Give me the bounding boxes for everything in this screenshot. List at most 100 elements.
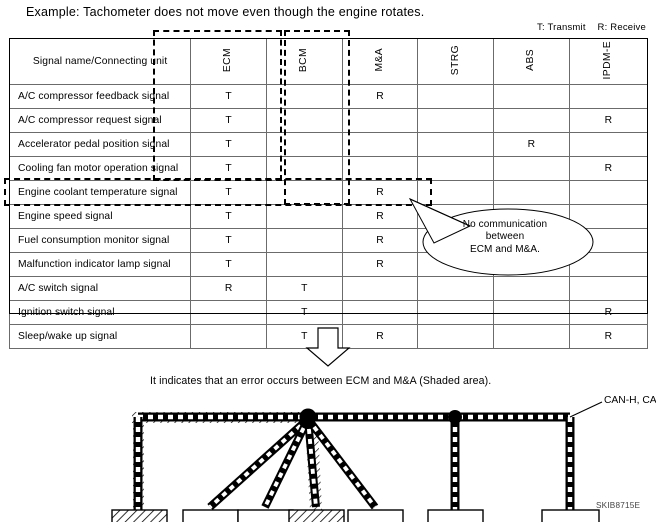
signal-value-cell [341,132,419,157]
signal-value-cell: T [190,252,267,277]
signal-value-cell [190,324,267,349]
node-bcm: BCM [182,509,239,522]
signal-name-cell: Fuel consumption monitor signal [8,228,192,253]
signal-value-cell [341,108,419,133]
figure-title: Example: Tachometer does not move even t… [26,5,425,19]
signal-value-cell [265,84,343,109]
callout-line-3: ECM and M&A. [469,243,541,255]
signal-value-cell: T [190,84,267,109]
signal-value-cell: R [568,108,649,133]
signal-name-cell: A/C compressor request signal [8,108,192,133]
signal-value-cell [568,132,649,157]
signal-value-cell: R [341,204,419,229]
signal-value-cell: T [190,108,267,133]
signal-value-cell: T [190,132,267,157]
junction-dot-right [448,410,462,424]
signal-value-cell [493,84,570,109]
column-header-ipdm-e-label: IPDM-E [602,40,614,80]
signal-value-cell [568,84,649,109]
column-header-ecm-label: ECM [222,47,234,73]
signal-table: Signal name/Connecting unit ECM BCM M&A … [8,38,649,349]
legend-receive: R: Receive [597,22,646,33]
signal-value-cell [265,108,343,133]
column-header-signal-name: Signal name/Connecting unit [8,38,192,85]
junction-dot-left [299,408,317,426]
signal-value-cell [493,180,570,205]
signal-value-cell [341,156,419,181]
signal-value-cell: R [341,84,419,109]
signal-name-cell: Engine coolant temperature signal [8,180,192,205]
node-abs: ABS [427,509,484,522]
signal-value-cell [417,84,495,109]
column-header-strg-label: STRG [449,44,461,76]
signal-value-cell [568,276,649,301]
node-ma: M&A [288,509,345,522]
signal-table-wrap: Signal name/Connecting unit ECM BCM M&A … [8,38,649,349]
bus-label: CAN-H, CAN-L [604,395,656,406]
signal-value-cell: R [190,276,267,301]
column-header-ipdm-e: IPDM-E [568,38,649,85]
signal-value-cell: T [190,180,267,205]
signal-value-cell: R [493,132,570,157]
node-ipdm-e: IPDM-E [541,509,600,522]
column-header-bcm: BCM [265,38,343,85]
signal-name-cell: A/C compressor feedback signal [8,84,192,109]
column-header-abs-label: ABS [525,49,537,71]
signal-value-cell: R [341,252,419,277]
signal-name-cell: Accelerator pedal position signal [8,132,192,157]
signal-value-cell: R [568,156,649,181]
can-network-diagram: CAN-H, CAN-L ECM BCM DLC M&A STRG ABS [111,395,656,522]
signal-name-cell: Malfunction indicator lamp signal [8,252,192,277]
signal-name-cell: A/C switch signal [8,276,192,301]
signal-name-cell: Cooling fan motor operation signal [8,156,192,181]
signal-value-cell [265,252,343,277]
signal-value-cell [493,324,570,349]
signal-value-cell: R [341,180,419,205]
legend: T: Transmit R: Receive [528,22,646,33]
signal-name-cell: Ignition switch signal [8,300,192,325]
node-dlc: DLC [237,509,294,522]
signal-value-cell [493,300,570,325]
column-header-ma-label: M&A [373,48,385,72]
table-header-row: Signal name/Connecting unit ECM BCM M&A … [8,38,649,85]
signal-value-cell [417,276,495,301]
signal-value-cell [493,108,570,133]
node-ecm: ECM [111,509,168,522]
signal-value-cell [265,228,343,253]
signal-value-cell [341,276,419,301]
down-arrow-icon [305,327,351,367]
column-header-abs: ABS [493,38,570,85]
signal-value-cell [417,156,495,181]
diagram-caption: It indicates that an error occurs betwee… [150,375,492,387]
signal-value-cell [341,300,419,325]
column-header-bcm-label: BCM [298,47,310,73]
column-header-strg: STRG [417,38,495,85]
signal-value-cell [417,108,495,133]
signal-value-cell: T [190,228,267,253]
signal-value-cell [265,180,343,205]
signal-value-cell [493,276,570,301]
legend-transmit: T: Transmit [537,22,586,33]
signal-value-cell: T [265,300,343,325]
signal-value-cell: T [190,204,267,229]
callout-text: No communication between ECM and M&A. [430,219,580,256]
signal-value-cell: T [190,156,267,181]
signal-value-cell: R [341,324,419,349]
signal-value-cell [417,324,495,349]
signal-value-cell: R [341,228,419,253]
callout-line-1: No communication [462,219,548,230]
node-strg: STRG [347,509,404,522]
signal-name-cell: Sleep/wake up signal [8,324,192,349]
signal-value-cell [265,204,343,229]
signal-value-cell [493,156,570,181]
callout-balloon [408,197,594,276]
